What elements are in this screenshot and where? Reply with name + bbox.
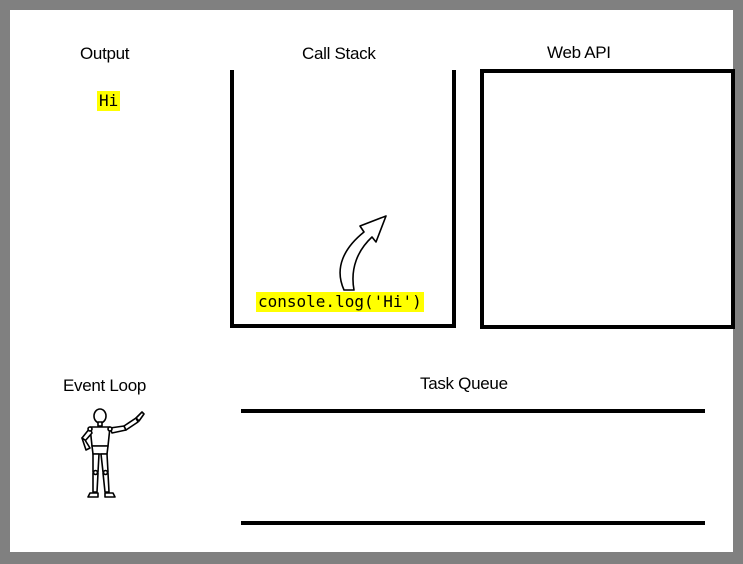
call-stack-title: Call Stack: [302, 44, 376, 63]
task-queue-bottom-line: [241, 521, 705, 525]
event-loop-title: Event Loop: [63, 376, 147, 395]
call-stack-frame: console.log('Hi'): [256, 292, 424, 312]
output-title: Output: [80, 44, 130, 63]
output-line: Hi: [97, 91, 121, 111]
mannequin-pointing-icon: [81, 408, 145, 498]
call-stack-container: [230, 70, 456, 328]
curved-up-arrow-icon: [339, 215, 387, 291]
diagram-canvas: Output Hi Call Stack console.log('Hi') W…: [10, 10, 735, 552]
web-api-title: Web API: [547, 43, 611, 62]
web-api-container: [480, 69, 735, 329]
task-queue-title: Task Queue: [420, 374, 508, 393]
task-queue-top-line: [241, 409, 705, 413]
